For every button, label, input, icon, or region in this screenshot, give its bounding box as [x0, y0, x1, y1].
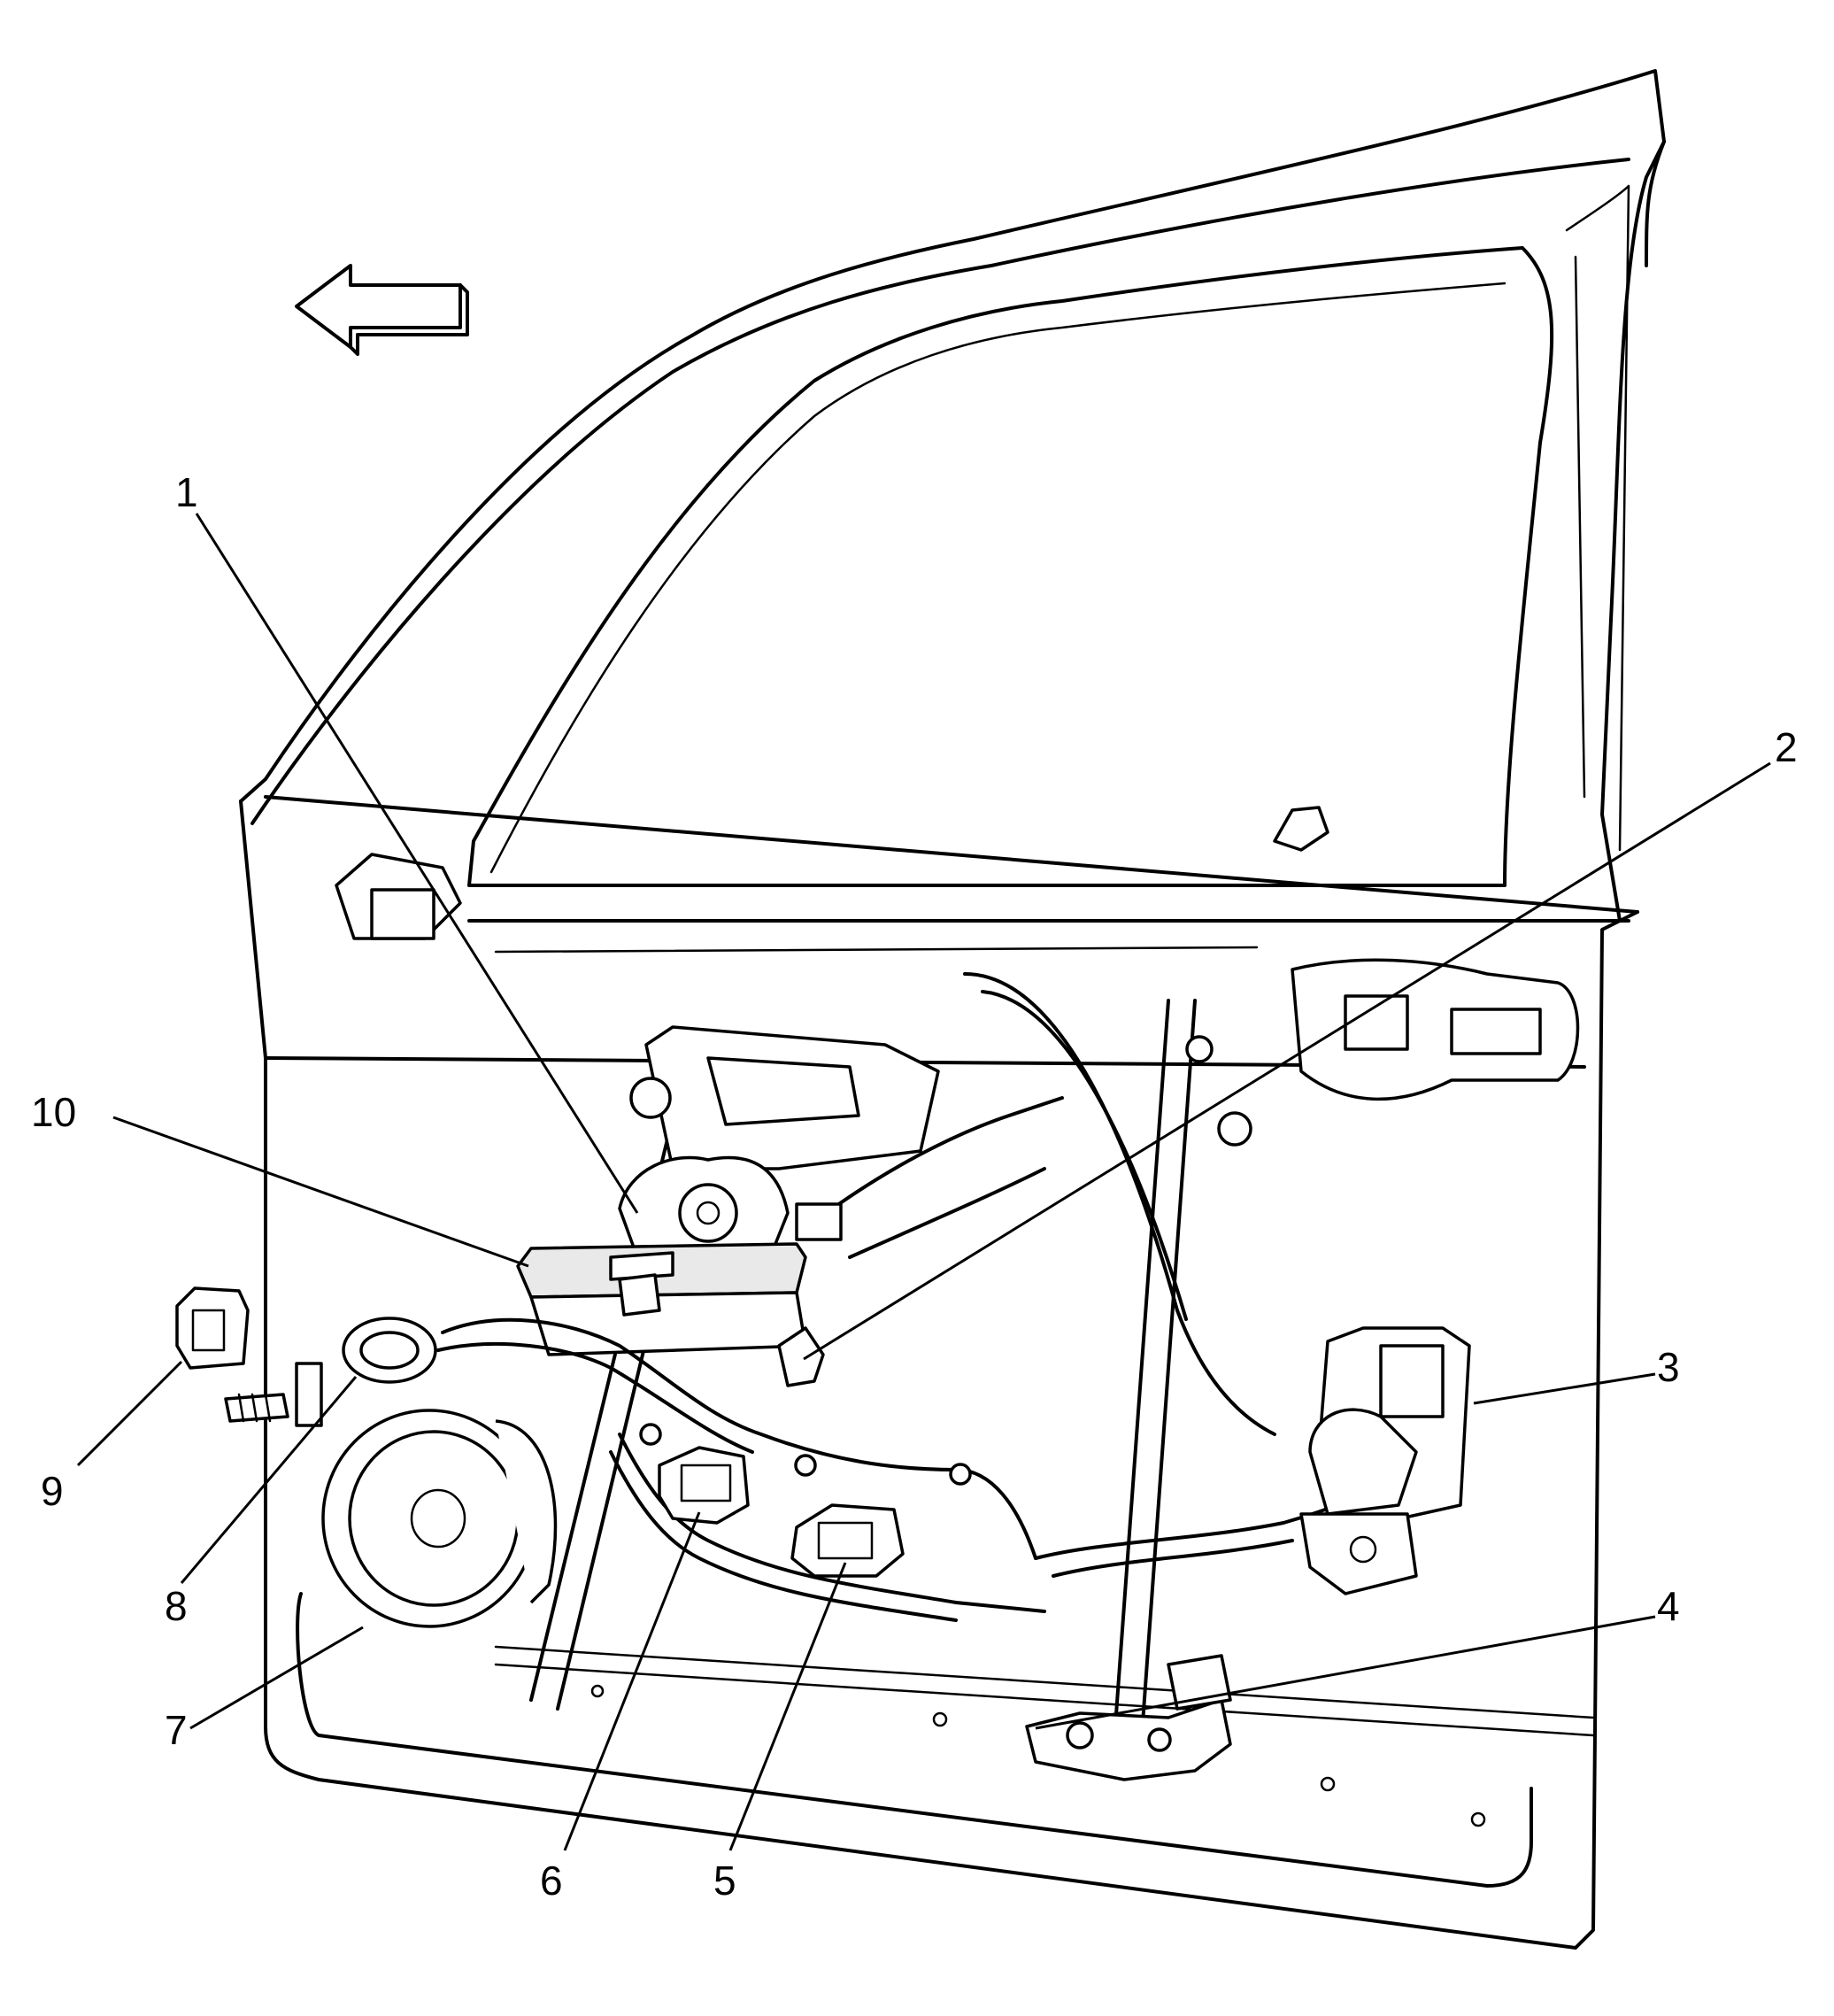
callout-6: 6: [540, 1858, 563, 1904]
left-arrow-icon: [295, 264, 469, 356]
leader-5: [728, 1562, 847, 1851]
callout-8: 8: [165, 1583, 188, 1629]
callout-5: 5: [713, 1858, 736, 1904]
leader-7: [189, 1626, 364, 1730]
window-switch-module: [516, 1242, 807, 1356]
callout-7: 7: [165, 1707, 188, 1753]
callout-9: 9: [41, 1468, 64, 1514]
regulator-lower-bracket: [1025, 1654, 1232, 1781]
door-frame: [239, 69, 1666, 1950]
outside-handle: [1185, 958, 1580, 1147]
callout-labels: 1 2 3 4 5 6 7 8 9 10: [31, 469, 1798, 1904]
connector-module-5: [790, 1503, 905, 1578]
leader-9: [76, 1360, 183, 1467]
leader-8: [180, 1376, 358, 1584]
callout-10: 10: [31, 1089, 76, 1135]
leader-2: [803, 761, 1771, 1361]
leader-lines: [76, 513, 1771, 1851]
leader-1: [195, 513, 639, 1214]
callout-3: 3: [1657, 1344, 1680, 1390]
callout-2: 2: [1775, 724, 1798, 770]
window-motor: [618, 1155, 843, 1259]
leader-4: [1035, 1615, 1656, 1730]
leader-6: [563, 1511, 701, 1851]
harness-connector: [777, 1326, 825, 1387]
door-latch: [1299, 1326, 1471, 1595]
leader-10: [112, 1116, 529, 1268]
door-connector: [175, 1286, 323, 1427]
wiring-harness: [436, 1317, 1046, 1622]
inside-handle: [629, 1025, 940, 1170]
wiring-grommet: [342, 1317, 437, 1384]
connector-module-6: [658, 1446, 750, 1525]
door-speaker: [321, 1409, 558, 1628]
leader-3: [1473, 1372, 1656, 1405]
callout-4: 4: [1657, 1583, 1680, 1629]
callout-1: 1: [175, 469, 198, 515]
